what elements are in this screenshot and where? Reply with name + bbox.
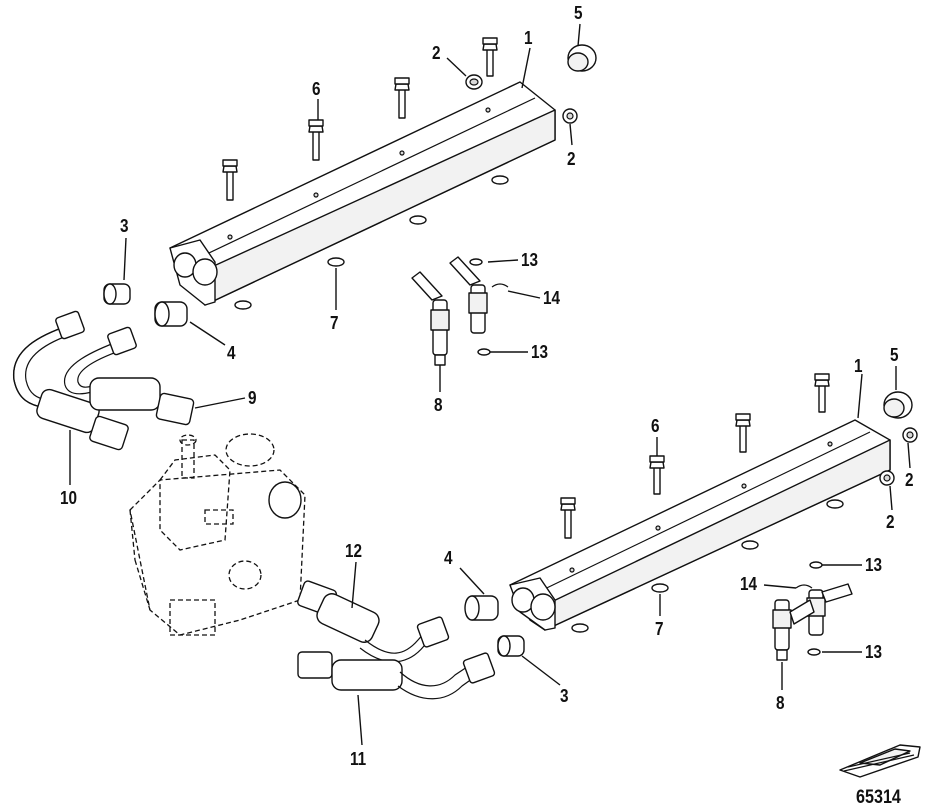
callout-label: 14 [740, 574, 758, 594]
lower-plugs [879, 391, 918, 486]
upper-plugs [465, 44, 597, 124]
lower-fuel-rail [509, 419, 891, 631]
callout-label: 13 [865, 555, 883, 575]
upper-rail-bolts [222, 37, 498, 201]
fuel-pump [129, 433, 306, 636]
callout-label: 11 [350, 749, 367, 769]
callout-label: 7 [330, 313, 339, 333]
callout-label: 5 [574, 3, 583, 23]
callout-label: 3 [120, 216, 129, 236]
figure-number: 65314 [856, 787, 901, 808]
callout-label: 1 [854, 356, 863, 376]
upper-washers [234, 175, 509, 310]
lower-rail-bolts [560, 373, 830, 539]
lower-injectors [772, 561, 853, 661]
callout-label: 14 [543, 288, 561, 308]
callout-label: 9 [248, 388, 257, 408]
callout-label: 1 [524, 28, 533, 48]
callout-label: 10 [60, 488, 78, 508]
leader-lines [69, 23, 911, 746]
callout-label: 8 [434, 395, 443, 415]
lower-fittings [464, 595, 525, 657]
callout-label: 4 [227, 343, 236, 363]
callout-label: 4 [444, 548, 453, 568]
callout-label: 6 [312, 79, 321, 99]
upper-fuel-rail [169, 81, 556, 306]
callout-label: 13 [531, 342, 549, 362]
callout-label: 8 [776, 693, 785, 713]
callout-label: 2 [432, 43, 441, 63]
callout-label: 2 [886, 512, 895, 532]
callout-label: 13 [521, 250, 539, 270]
upper-fittings [103, 283, 188, 327]
callout-label: 13 [865, 642, 883, 662]
lower-washers [571, 499, 844, 633]
callout-label: 2 [567, 149, 576, 169]
upper-fuel-lines [13, 310, 195, 451]
callout-label: 3 [560, 686, 569, 706]
boat-logo-icon [839, 744, 921, 778]
upper-injectors [411, 256, 509, 366]
lower-fuel-lines [297, 580, 496, 700]
callout-label: 6 [651, 416, 660, 436]
callout-label: 12 [345, 541, 363, 561]
callout-label: 2 [905, 470, 914, 490]
callout-label: 7 [655, 619, 664, 639]
callout-label: 5 [890, 345, 899, 365]
